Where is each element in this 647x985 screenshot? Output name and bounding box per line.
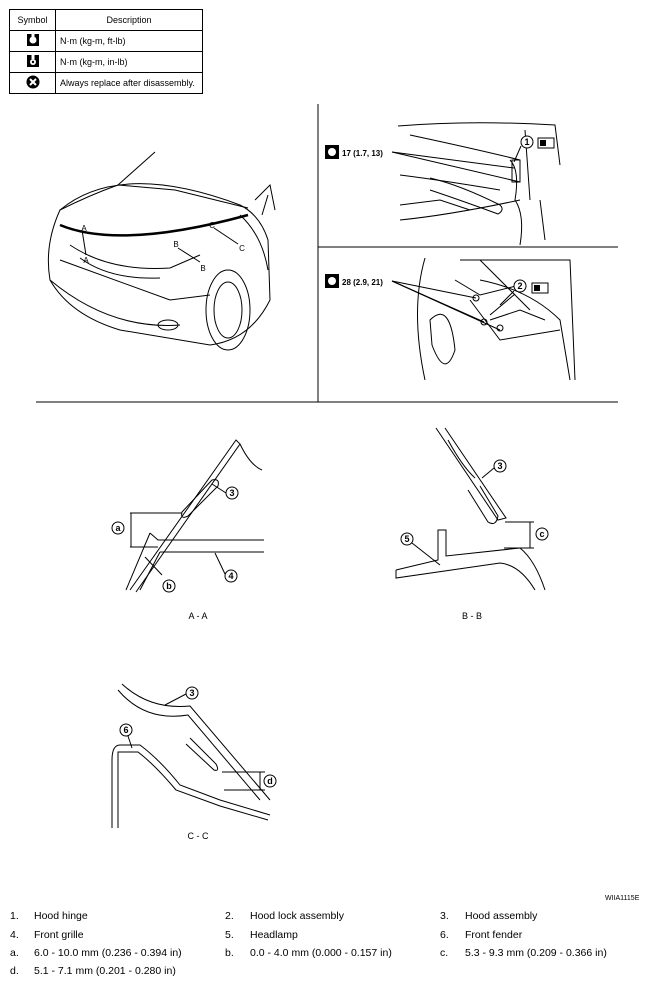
callout-d: d bbox=[267, 776, 273, 786]
marker-c-top: C bbox=[209, 221, 215, 230]
callout-circle-3b bbox=[493, 459, 507, 473]
marker-a-top: A bbox=[81, 224, 87, 233]
torque-value-2: 28 (2.9, 21) bbox=[342, 278, 383, 287]
marker-a-bottom: A bbox=[83, 256, 89, 265]
legend-text-2: Hood lock assembly bbox=[250, 910, 344, 922]
callout-circle-4 bbox=[224, 569, 238, 583]
legend-num-d: d. bbox=[10, 965, 19, 977]
section-title-bb: B - B bbox=[462, 611, 482, 621]
callout-circle-c bbox=[535, 527, 549, 541]
section-title-cc: C - C bbox=[188, 831, 209, 841]
legend-text-c: 5.3 - 9.3 mm (0.209 - 0.366 in) bbox=[465, 947, 607, 959]
callout-5: 5 bbox=[404, 534, 409, 544]
marker-b-top: B bbox=[173, 240, 178, 249]
callout-circle-b bbox=[162, 579, 176, 593]
callout-c: c bbox=[539, 529, 544, 539]
replace-icon-2 bbox=[531, 282, 549, 294]
callout-4: 4 bbox=[228, 571, 233, 581]
torque-value-1: 17 (1.7, 13) bbox=[342, 149, 383, 158]
torque-badge-1 bbox=[325, 145, 339, 159]
legend-text-1: Hood hinge bbox=[34, 910, 88, 922]
legend-text-6: Front fender bbox=[465, 929, 523, 941]
hood-hinge-view bbox=[391, 122, 561, 246]
legend-text-4: Front grille bbox=[34, 929, 84, 941]
callout-circle-d bbox=[263, 774, 277, 788]
callout-b: b bbox=[166, 581, 172, 591]
callout-3c: 3 bbox=[189, 688, 194, 698]
callout-circle-6 bbox=[119, 723, 133, 737]
legend-text-3: Hood assembly bbox=[465, 910, 538, 922]
callout-a: a bbox=[115, 523, 121, 533]
legend-num-2: 2. bbox=[225, 910, 234, 922]
callout-circle-5 bbox=[400, 532, 414, 546]
legend-text-a: 6.0 - 10.0 mm (0.236 - 0.394 in) bbox=[34, 947, 182, 959]
callout-2: 2 bbox=[517, 281, 522, 291]
legend-text-d: 5.1 - 7.1 mm (0.201 - 0.280 in) bbox=[34, 965, 176, 977]
legend-num-a: a. bbox=[10, 947, 19, 959]
figure-code: WIIA1115E bbox=[605, 895, 640, 902]
callout-6: 6 bbox=[123, 725, 128, 735]
symbol-table: Symbol Description N·m (kg-m, ft-lb) N·m… bbox=[9, 9, 203, 94]
legend-num-3: 3. bbox=[440, 910, 449, 922]
callout-1: 1 bbox=[524, 137, 529, 147]
callout-circle-1 bbox=[520, 135, 534, 149]
section-b-b-view bbox=[395, 427, 546, 591]
marker-b-bottom: B bbox=[200, 264, 205, 273]
section-c-c-view bbox=[111, 683, 271, 828]
callout-circle-2 bbox=[513, 279, 527, 293]
legend-text-b: 0.0 - 4.0 mm (0.000 - 0.157 in) bbox=[250, 947, 392, 959]
vehicle-front-view bbox=[47, 151, 276, 351]
legend-num-1: 1. bbox=[10, 910, 19, 922]
legend-num-5: 5. bbox=[225, 929, 234, 941]
legend-text-5: Headlamp bbox=[250, 929, 298, 941]
marker-c-bottom: C bbox=[239, 244, 245, 253]
hood-lock-view bbox=[391, 257, 576, 381]
callout-3a: 3 bbox=[229, 488, 234, 498]
legend-num-4: 4. bbox=[10, 929, 19, 941]
callout-circle-a bbox=[111, 521, 125, 535]
torque-badge-2 bbox=[325, 274, 339, 288]
symbol-desc-3: Always replace after disassembly. bbox=[55, 72, 203, 94]
replace-icon-1 bbox=[537, 137, 555, 149]
legend-num-6: 6. bbox=[440, 929, 449, 941]
section-a-a-view bbox=[125, 439, 264, 593]
legend-num-b: b. bbox=[225, 947, 234, 959]
callout-circle-3c bbox=[185, 686, 199, 700]
torque-wrench-icon bbox=[9, 30, 56, 52]
section-title-aa: A - A bbox=[188, 611, 207, 621]
legend-num-c: c. bbox=[440, 947, 449, 959]
callout-3b: 3 bbox=[497, 461, 502, 471]
